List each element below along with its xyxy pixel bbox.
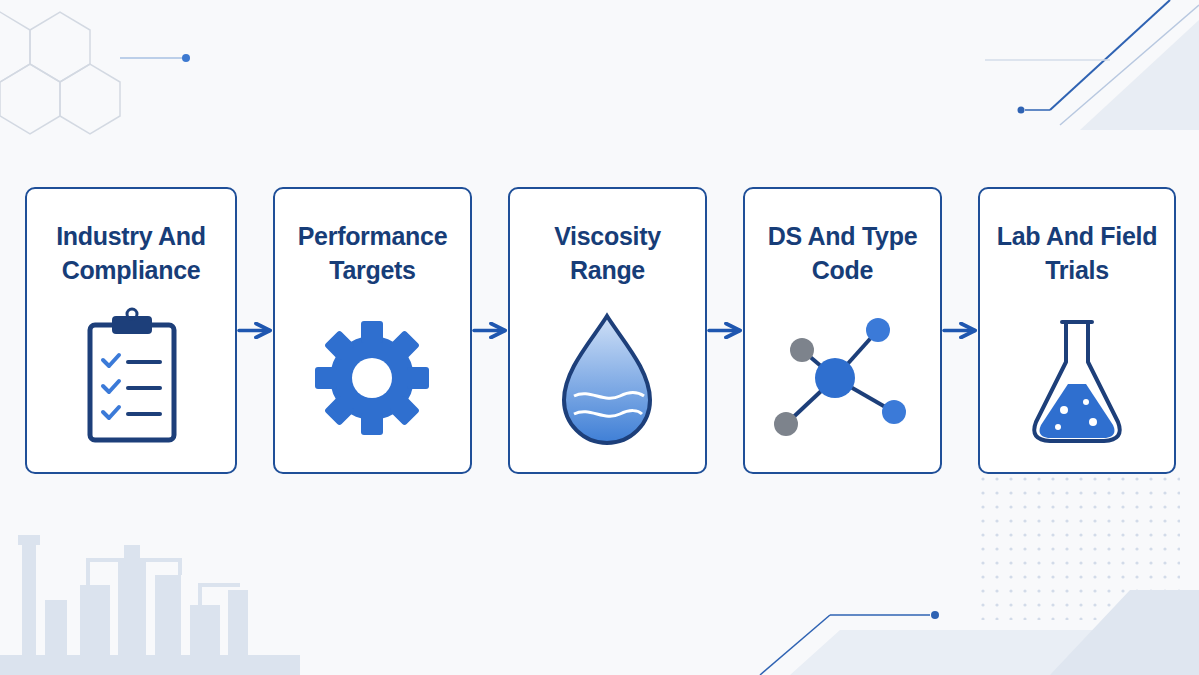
corner-lines <box>760 590 1199 675</box>
process-box: DS And Type Code <box>743 187 942 474</box>
process-box: Industry And Compliance <box>25 187 237 474</box>
box-title: Viscosity Range <box>510 189 705 287</box>
box-title: Lab And Field Trials <box>980 189 1174 287</box>
process-box: Performance Targets <box>273 187 472 474</box>
flask-icon <box>1034 322 1120 441</box>
circuit-line <box>120 54 190 62</box>
corner-lines <box>985 0 1199 130</box>
box-title: Industry And Compliance <box>27 189 235 287</box>
clipboard-icon <box>90 309 174 440</box>
box-title: DS And Type Code <box>745 189 940 287</box>
process-box: Lab And Field Trials <box>978 187 1176 474</box>
flow-arrow <box>709 329 740 333</box>
flow-arrow <box>239 329 270 333</box>
drop-icon <box>564 316 650 443</box>
process-box: Viscosity Range <box>508 187 707 474</box>
box-fill <box>25 187 1176 474</box>
flow-arrow <box>944 329 975 333</box>
hexagon-decor <box>0 12 120 134</box>
molecule-icon <box>774 318 906 436</box>
gear-icon <box>315 321 429 435</box>
box-title: Performance Targets <box>275 189 470 287</box>
factory-silhouette <box>0 535 300 675</box>
flow-arrow <box>474 329 505 333</box>
